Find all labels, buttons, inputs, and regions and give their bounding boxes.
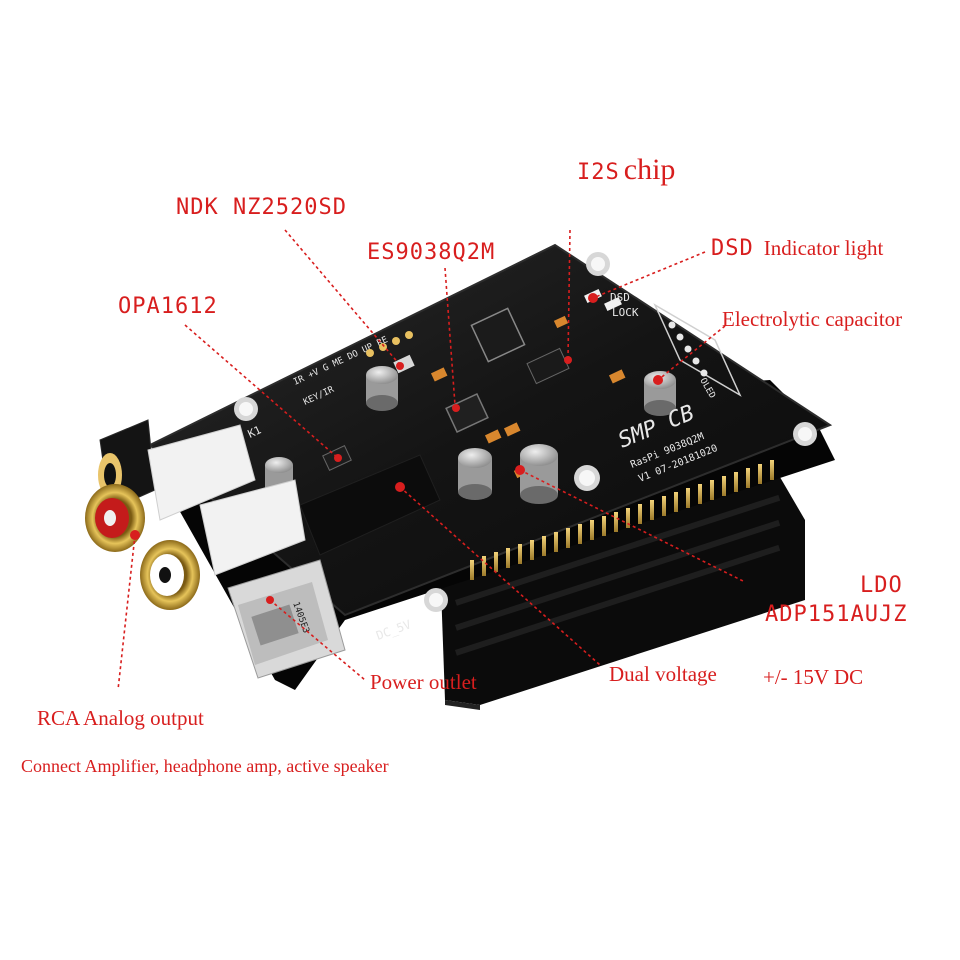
label-es9038: ES9038Q2M	[367, 240, 496, 265]
label-i2s-chip: I2S chip	[577, 155, 675, 185]
label-dsd-indicator: DSD Indicator light	[711, 238, 883, 260]
svg-text:K1: K1	[246, 423, 264, 440]
label-dual-voltage: Dual voltage	[609, 662, 717, 686]
dual-voltage-module	[299, 454, 441, 556]
svg-text:DSD: DSD	[610, 291, 630, 304]
annotation-leader-lines	[117, 229, 746, 691]
gpio-header-base	[440, 460, 805, 710]
i2s-chip	[470, 307, 526, 363]
label-ldo-part: ADP151AUJZ	[765, 602, 908, 627]
dsd-led: DSD LOCK	[584, 288, 639, 319]
label-ndk-oscillator: NDK NZ2520SD	[176, 195, 347, 220]
gpio-pins	[470, 460, 774, 580]
label-rca-note: Connect Amplifier, headphone amp, active…	[21, 756, 389, 776]
label-ldo: LDO	[860, 573, 903, 598]
label-power-outlet: Power outlet	[370, 670, 477, 694]
regulator-chip	[526, 347, 570, 385]
electrolytic-capacitors	[265, 366, 676, 504]
label-i2s-prefix: I2S	[577, 160, 620, 185]
label-opa1612: OPA1612	[118, 294, 218, 319]
label-dsd-prefix: DSD	[711, 236, 754, 261]
annotation-dots	[130, 293, 663, 604]
label-chip-word: chip	[623, 153, 676, 186]
label-rca-output: RCA Analog output	[37, 706, 204, 730]
dc-power-jack: 1405E3	[227, 559, 346, 679]
mounting-holes	[234, 252, 817, 612]
label-voltage-value: +/- 15V DC	[763, 665, 864, 689]
label-electrolytic-capacitor: Electrolytic capacitor	[722, 307, 903, 331]
label-indicator-light: Indicator light	[763, 236, 884, 260]
svg-text:LOCK: LOCK	[612, 306, 639, 319]
dac-chip	[445, 393, 489, 433]
svg-text:DC_5V: DC_5V	[374, 617, 413, 643]
rca-jack-white	[140, 479, 306, 610]
